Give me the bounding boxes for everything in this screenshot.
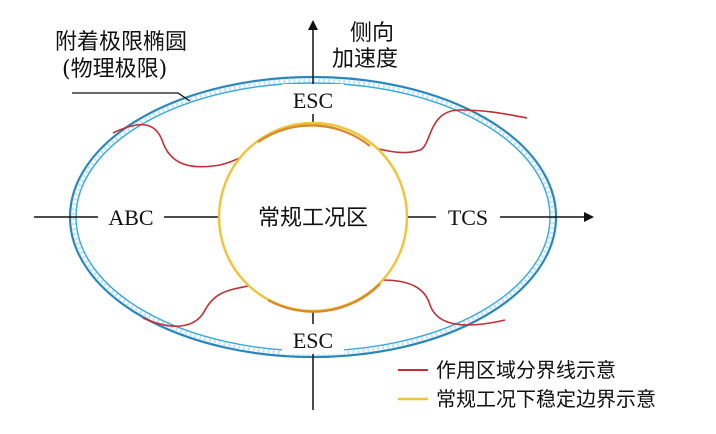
boundary-upper-left bbox=[112, 123, 259, 168]
lateral-accel-label-1: 侧向 bbox=[350, 21, 394, 46]
legend: 作用区域分界线示意 常规工况下稳定边界示意 bbox=[398, 358, 656, 411]
normal-zone-label: 常规工况区 bbox=[258, 206, 368, 231]
attached-limit-label-1: 附着极限椭圆 bbox=[55, 30, 187, 55]
legend-label-red: 作用区域分界线示意 bbox=[436, 358, 616, 382]
legend-label-yellow: 常规工况下稳定边界示意 bbox=[436, 387, 656, 411]
attached-limit-leader bbox=[72, 92, 191, 102]
esc-top-label: ESC bbox=[293, 88, 333, 113]
attached-limit-label-2: (物理极限) bbox=[62, 57, 167, 82]
lateral-accel-label-2: 加速度 bbox=[332, 47, 398, 72]
tcs-label: TCS bbox=[448, 205, 488, 230]
abc-label: ABC bbox=[108, 205, 153, 230]
boundary-upper-right bbox=[369, 109, 528, 154]
esc-bottom-label: ESC bbox=[293, 328, 333, 353]
boundary-lower-right bbox=[381, 279, 506, 326]
